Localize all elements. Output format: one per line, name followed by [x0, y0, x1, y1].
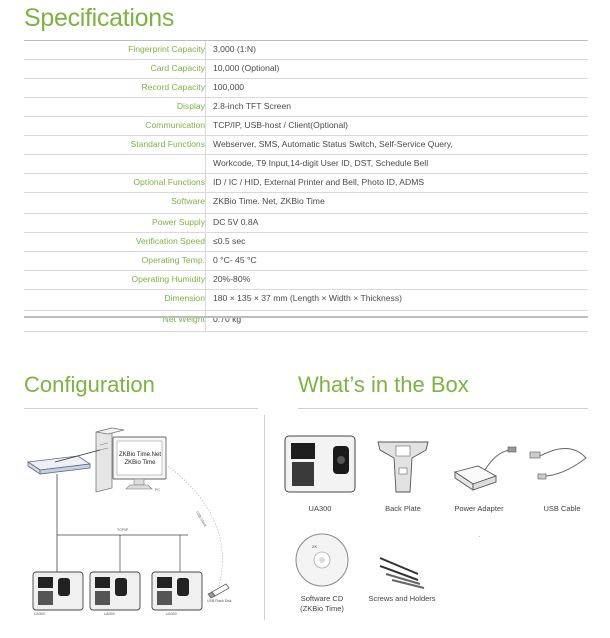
spec-row: Standard Functions Webserver, SMS, Automa… [24, 136, 588, 155]
spec-label: Power Supply [151, 217, 205, 227]
configuration-title: Configuration [24, 372, 155, 397]
spec-label: Optional Functions [133, 177, 205, 187]
network-switch-icon [26, 455, 92, 475]
spec-separator [205, 311, 206, 331]
box-item-screws-holders: Screws and Holders [368, 594, 436, 603]
spec-separator [205, 174, 206, 192]
spec-separator [205, 117, 206, 135]
spec-row: Dimension 180 × 135 × 37 mm (Length × Wid… [24, 290, 588, 311]
box-rule [298, 408, 588, 409]
monitor-icon [112, 436, 167, 490]
spec-value: ≤0.5 sec [213, 236, 246, 246]
spec-separator [205, 252, 206, 270]
spec-label: Record Capacity [141, 82, 205, 92]
power-adapter-icon [453, 446, 517, 491]
device-ua300-2 [89, 571, 141, 611]
device-label-3: UA300 [166, 612, 177, 616]
spec-value: 180 × 135 × 37 mm (Length × Width × Thic… [213, 293, 403, 303]
box-item-power-adapter: Power Adapter [454, 504, 504, 513]
monitor-text-2: ZKBio Time [124, 460, 156, 466]
spec-label: Operating Humidity [131, 274, 205, 284]
spec-separator [205, 271, 206, 289]
spec-top-rule [24, 40, 588, 41]
configuration-rule [24, 408, 258, 409]
section-divider [264, 415, 265, 620]
spec-row: Card Capacity 10,000 (Optional) [24, 60, 588, 79]
spec-separator [205, 193, 206, 213]
spec-label: Software [171, 196, 205, 206]
spec-label: Operating Temp. [141, 255, 205, 265]
tcpip-label: TCP/IP [117, 528, 129, 532]
screws-holders-icon [379, 557, 425, 589]
spec-value: ZKBio Time. Net, ZKBio Time [213, 196, 325, 206]
spec-row: Workcode, T9 Input,14-digit User ID, DST… [24, 155, 588, 174]
spec-row: Communication TCP/IP, USB-host / Client(O… [24, 117, 588, 136]
spec-separator [205, 155, 206, 173]
box-item-software-cd: Software CD (ZKBio Time) [300, 594, 344, 613]
monitor-text-1: ZKBio Time.Net [119, 452, 161, 458]
box-item-back-plate: Back Plate [385, 504, 421, 513]
spec-label: Fingerprint Capacity [128, 44, 205, 54]
software-cd-icon: ZK [295, 533, 349, 587]
specifications-title: Specifications [24, 4, 175, 32]
spec-row: Software ZKBio Time. Net, ZKBio Time [24, 193, 588, 214]
spec-label: Communication [145, 120, 205, 130]
spec-row: Net Weight 0.70 kg [24, 311, 588, 332]
box-item-usb-cable: USB Cable [543, 504, 581, 513]
spec-row: Power Supply DC 5V 0.8A [24, 214, 588, 233]
usb-cable-icon [529, 448, 587, 480]
spec-row: Operating Humidity 20%-80% [24, 271, 588, 290]
spec-label: Dimension [164, 293, 205, 303]
spec-value: 100,000 [213, 82, 245, 92]
back-plate-icon [377, 441, 429, 493]
spec-row: Display 2.8-inch TFT Screen [24, 98, 588, 117]
spec-separator [205, 136, 206, 154]
spec-row: Record Capacity 100,000 [24, 79, 588, 98]
spec-row: Operating Temp. 0 °C- 45 °C [24, 252, 588, 271]
spec-value: ID / IC / HID, External Printer and Bell… [213, 177, 425, 187]
spec-value: 0 °C- 45 °C [213, 255, 257, 265]
spec-value: DC 5V 0.8A [213, 217, 259, 227]
spec-row: Optional Functions ID / IC / HID, Externa… [24, 174, 588, 193]
device-label-1: UA300 [34, 612, 45, 616]
pc-tower-icon [95, 427, 125, 493]
pc-label: PC [155, 488, 160, 492]
spec-separator [205, 60, 206, 78]
spec-value: 0.70 kg [213, 314, 242, 324]
ua300-device-icon [284, 435, 356, 493]
spec-bottom-rule [24, 316, 588, 318]
spec-value: TCP/IP, USB-host / Client(Optional) [213, 120, 349, 130]
spec-label: Card Capacity [150, 63, 205, 73]
spec-separator [205, 214, 206, 232]
svg-text:.: . [479, 533, 480, 539]
spec-value: Workcode, T9 Input,14-digit User ID, DST… [213, 158, 429, 168]
box-title: What’s in the Box [298, 372, 469, 397]
svg-text:ZK: ZK [312, 544, 317, 549]
device-ua300-3 [151, 571, 203, 611]
spec-label: Verification Speed [135, 236, 205, 246]
spec-label: Standard Functions [130, 139, 205, 149]
device-label-2: UA300 [104, 612, 115, 616]
box-item-ua300: UA300 [308, 504, 332, 513]
spec-row: Verification Speed ≤0.5 sec [24, 233, 588, 252]
usb-flash-label: USB Flash Disk [207, 599, 232, 603]
spec-table: Fingerprint Capacity 3,000 (1:N) Card Capa… [24, 41, 588, 332]
spec-value: Webserver, SMS, Automatic Status Switch,… [213, 139, 453, 149]
spec-separator [205, 41, 206, 59]
spec-value: 3,000 (1:N) [213, 44, 256, 54]
spec-row: Fingerprint Capacity 3,000 (1:N) [24, 41, 588, 60]
spec-label: Display [176, 101, 205, 111]
spec-separator [205, 290, 206, 310]
spec-value: 2.8-inch TFT Screen [213, 101, 292, 111]
spec-separator [205, 233, 206, 251]
spec-label: Net Weight [162, 314, 205, 324]
spec-value: 20%-80% [213, 274, 251, 284]
spec-value: 10,000 (Optional) [213, 63, 280, 73]
device-ua300-1 [32, 571, 84, 611]
usb-flash-disk-icon [207, 583, 230, 599]
spec-separator [205, 79, 206, 97]
configuration-diagram: ZKBio Time.Net ZKBio Time PC TCP/IP USB … [26, 427, 232, 616]
spec-separator [205, 98, 206, 116]
